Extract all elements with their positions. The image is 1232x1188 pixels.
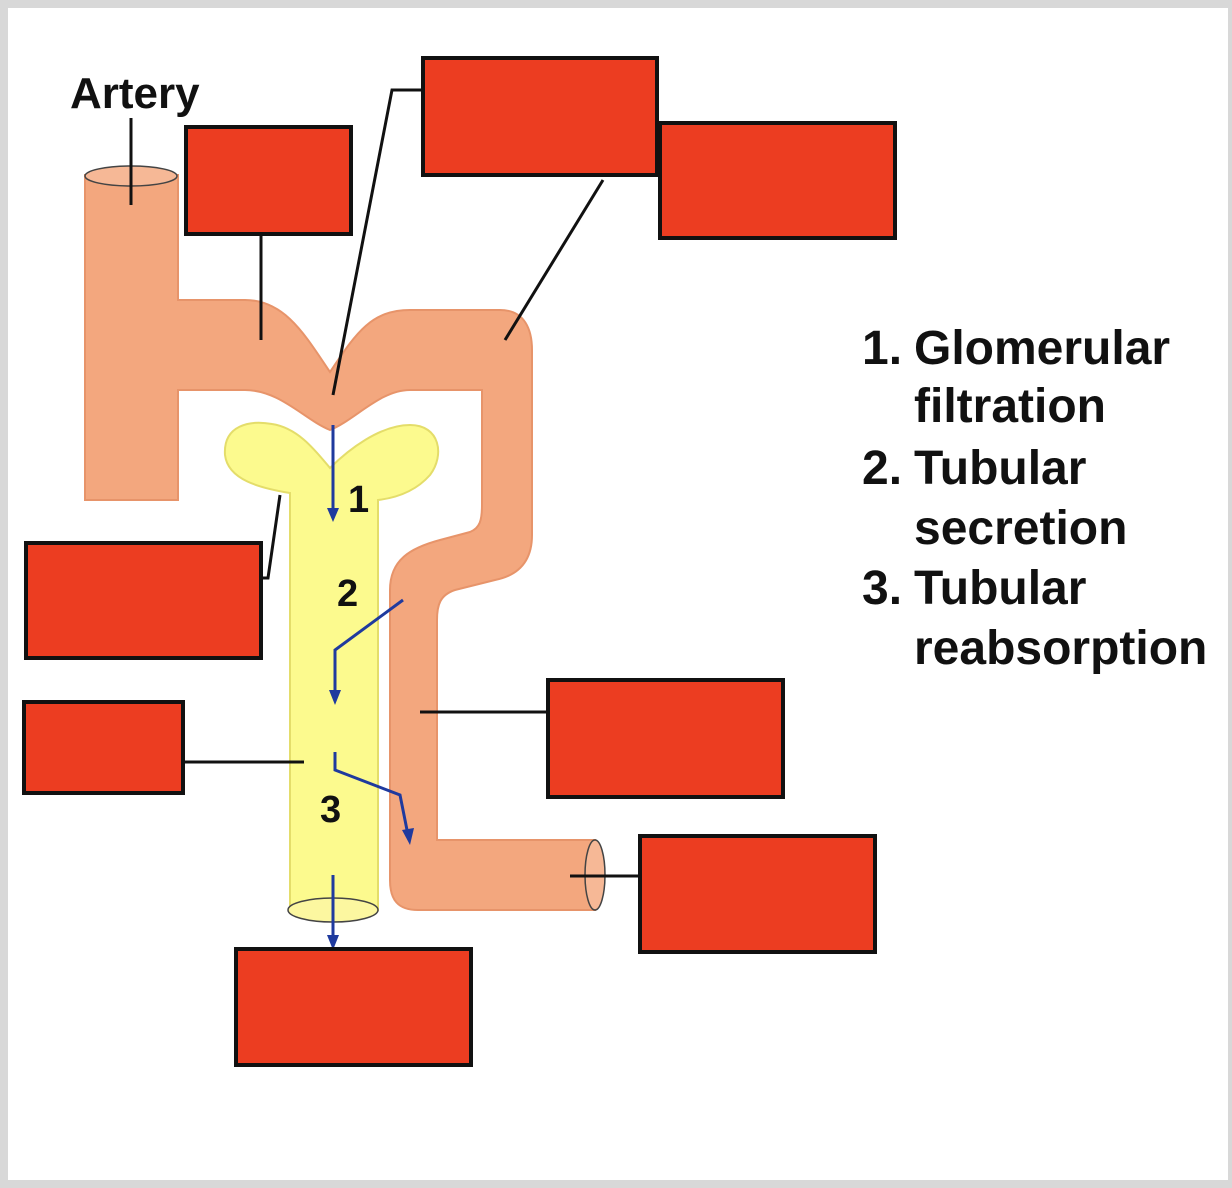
label-box-afferent[interactable]: [184, 125, 353, 236]
filtration-arrowhead: [327, 508, 339, 522]
step-2-line2: secretion: [914, 502, 1127, 555]
step-3-line2: reabsorption: [914, 622, 1207, 675]
label-box-capsule[interactable]: [24, 541, 263, 660]
process-legend: 1. Glomerular filtration 2. Tubular secr…: [862, 322, 1207, 675]
reabsorption-arrowhead: [402, 828, 414, 845]
label-box-urine[interactable]: [234, 947, 473, 1067]
secretion-arrow: [333, 598, 404, 700]
glomerulus-leader: [331, 88, 423, 396]
artery-label: Artery: [70, 69, 200, 118]
flow-arrows: [327, 425, 414, 950]
step-1-line2: filtration: [914, 380, 1106, 433]
leader-lines: [129, 88, 640, 878]
reabsorption-arrow: [333, 752, 411, 841]
excretion-arrowhead: [327, 935, 339, 950]
blood-vessel: [84, 165, 606, 911]
step-marker-2: 2: [337, 573, 358, 615]
step-marker-3: 3: [320, 789, 341, 831]
capsule-leader: [262, 494, 282, 580]
step-marker-1: 1: [348, 479, 369, 521]
efferent-leader: [503, 179, 605, 341]
step-3-line1: Tubular: [914, 562, 1086, 615]
step-1-number: 1.: [862, 322, 902, 375]
label-box-efferent[interactable]: [658, 121, 897, 240]
label-box-glomerulus[interactable]: [421, 56, 659, 177]
step-2-number: 2.: [862, 442, 902, 495]
label-boxes: [22, 56, 897, 1067]
label-box-vein[interactable]: [638, 834, 877, 954]
label-box-tubule[interactable]: [22, 700, 185, 795]
step-2-line1: Tubular: [914, 442, 1086, 495]
step-3-number: 3.: [862, 562, 902, 615]
step-1-line1: Glomerular: [914, 322, 1170, 375]
secretion-arrowhead: [329, 690, 341, 705]
label-box-capillary[interactable]: [546, 678, 785, 799]
